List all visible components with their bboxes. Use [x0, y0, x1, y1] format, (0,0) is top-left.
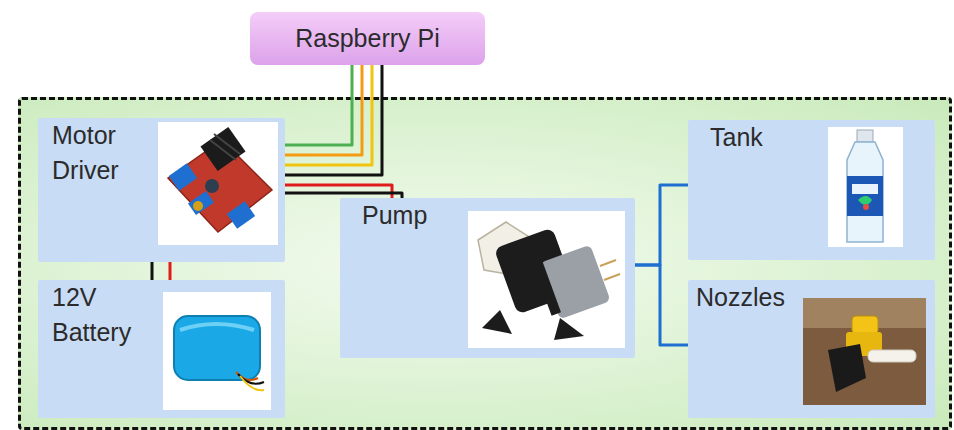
tank-photo — [828, 127, 903, 247]
wire — [285, 65, 372, 165]
wire — [285, 65, 382, 175]
wire — [151, 262, 154, 280]
controller-box: Raspberry Pi — [250, 12, 485, 65]
node-label: Raspberry Pi — [295, 21, 440, 56]
pump-photo — [468, 211, 625, 348]
battery-box: 12V Battery — [38, 280, 285, 418]
motor-driver-photo — [158, 122, 278, 245]
nozzle-box: Nozzles — [688, 280, 935, 418]
tank-box: Tank — [688, 120, 935, 260]
node-label: 12V Battery — [52, 280, 160, 350]
wire — [169, 262, 172, 280]
wire — [635, 185, 688, 265]
connector — [635, 265, 688, 345]
connector — [285, 185, 402, 198]
pump-box: Pump — [340, 198, 635, 358]
node-label: Nozzles — [696, 280, 785, 315]
connector — [635, 185, 688, 265]
connector — [285, 65, 382, 175]
battery-photo — [163, 292, 271, 410]
node-label: Pump — [362, 198, 427, 233]
node-label: Tank — [710, 120, 763, 155]
connector — [152, 262, 170, 280]
nozzle-photo — [803, 298, 926, 405]
wire — [285, 65, 362, 155]
wire — [635, 265, 688, 345]
wire — [285, 65, 352, 145]
node-label: Motor Driver — [52, 118, 160, 188]
driver-box: Motor Driver — [38, 118, 285, 262]
